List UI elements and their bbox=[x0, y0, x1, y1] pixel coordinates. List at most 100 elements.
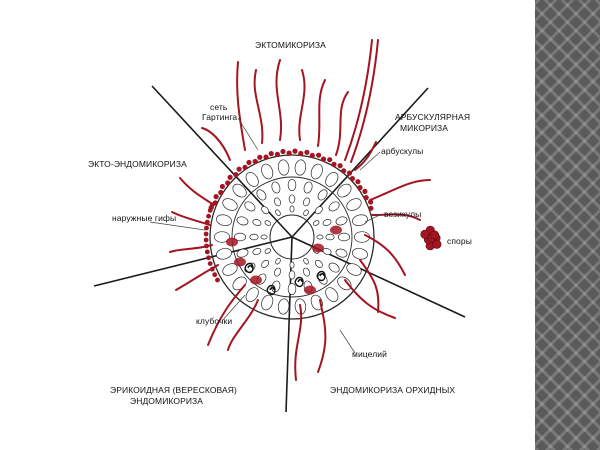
hypha-strand bbox=[317, 79, 326, 147]
cortex-cell bbox=[288, 270, 296, 280]
cortex-cell bbox=[232, 276, 247, 291]
mantle-dot bbox=[206, 213, 212, 219]
cortex-cell bbox=[261, 206, 270, 215]
hypha-strand bbox=[227, 299, 259, 351]
mantle-dot bbox=[213, 194, 219, 200]
cortex-cell bbox=[337, 276, 352, 291]
hypha-strand bbox=[171, 211, 211, 226]
mantle-dot bbox=[236, 166, 242, 172]
cortex-cell bbox=[256, 189, 267, 201]
label-vesicles: везикулы bbox=[384, 209, 422, 219]
root-outline bbox=[209, 154, 375, 320]
cortex-cell bbox=[245, 287, 259, 302]
hypha-strand bbox=[179, 177, 215, 206]
mantle-dot bbox=[286, 150, 292, 156]
label-arbuscules: арбускулы bbox=[381, 146, 424, 156]
intracellular-structures bbox=[226, 225, 342, 296]
mantle-dot bbox=[309, 152, 315, 159]
cortex-cell bbox=[277, 159, 290, 176]
leader-line bbox=[149, 221, 206, 231]
cortex-cell bbox=[287, 178, 297, 192]
vesicle bbox=[234, 257, 246, 267]
label-ecto-endomycorrhiza: ЭКТО-ЭНДОМИКОРИЗА bbox=[88, 159, 187, 169]
mantle-dot bbox=[337, 163, 343, 169]
cortex-cell bbox=[245, 172, 259, 187]
hypha-strand bbox=[344, 279, 396, 319]
cortex-cell bbox=[294, 159, 307, 176]
cortex-cell bbox=[261, 163, 274, 180]
mantle-dot bbox=[257, 154, 263, 160]
hypha-strand bbox=[359, 259, 380, 313]
label-ericoid-1: ЭРИКОИДНАЯ (ВЕРЕСКОВАЯ) bbox=[110, 385, 237, 395]
cortex-cell bbox=[264, 248, 272, 254]
cortex-cell bbox=[312, 220, 320, 226]
hypha-strand bbox=[369, 179, 431, 201]
mantle-dot bbox=[268, 151, 274, 157]
cortex-cell bbox=[222, 263, 238, 276]
hypha-strand bbox=[344, 39, 373, 161]
cortex-cell bbox=[346, 198, 362, 211]
label-hartig-net-1: сеть bbox=[210, 102, 228, 112]
vesicle bbox=[312, 243, 324, 253]
vesicle bbox=[250, 275, 262, 285]
cortex-cell bbox=[244, 201, 256, 212]
cortex-cell bbox=[275, 257, 281, 265]
mantle-dot bbox=[363, 195, 369, 201]
cortex-cell bbox=[288, 194, 296, 204]
label-orchid-endomycorrhiza: ЭНДОМИКОРИЗА ОРХИДНЫХ bbox=[330, 385, 456, 395]
mantle-dot bbox=[341, 168, 347, 174]
spore bbox=[430, 230, 440, 240]
mantle-dot bbox=[215, 277, 220, 283]
label-arbuscular-2: МИКОРИЗА bbox=[400, 123, 449, 133]
leader-line bbox=[364, 213, 383, 223]
vesicle bbox=[226, 237, 238, 247]
mantle-dot bbox=[346, 170, 353, 176]
mantle-dot bbox=[233, 172, 239, 178]
leader-line bbox=[237, 117, 259, 151]
hypha-strand bbox=[371, 213, 421, 221]
label-arbuscular-1: АРБУСКУЛЯРНАЯ bbox=[395, 112, 471, 122]
cortex-cell bbox=[233, 232, 247, 242]
cortex-cell bbox=[337, 183, 352, 198]
cortex-cell bbox=[252, 219, 262, 226]
label-ericoid-2: ЭНДОМИКОРИЗА bbox=[130, 396, 204, 406]
cortex-cell bbox=[316, 234, 324, 240]
mantle-dot bbox=[218, 189, 224, 196]
cortex-cell bbox=[328, 262, 340, 273]
spore bbox=[420, 229, 430, 239]
mantle-dot bbox=[331, 161, 337, 167]
cortex-cell bbox=[275, 209, 281, 217]
cortex-cell bbox=[310, 294, 323, 311]
cortex-cell bbox=[335, 216, 348, 226]
cortex-cell bbox=[216, 214, 232, 227]
spore-cluster bbox=[420, 225, 442, 251]
cortex-cell bbox=[249, 233, 259, 241]
vesicle bbox=[330, 225, 342, 235]
hypha-strand bbox=[354, 141, 377, 171]
mantle-dot bbox=[242, 164, 248, 170]
hyphae bbox=[169, 39, 431, 381]
cortex-cell bbox=[277, 298, 290, 315]
cortex-cell bbox=[289, 261, 295, 269]
cortex-cell bbox=[271, 280, 281, 293]
hypha-strand bbox=[201, 127, 231, 161]
coil bbox=[244, 262, 254, 274]
cortex-cell bbox=[236, 216, 249, 226]
cortex-cell bbox=[252, 248, 262, 255]
cortex-cell bbox=[303, 181, 313, 194]
label-hartig-net-2: Гартинга bbox=[202, 112, 238, 122]
hypha-strand bbox=[207, 284, 246, 346]
cortex-cell bbox=[260, 234, 268, 240]
cortex-cell bbox=[317, 189, 328, 201]
mantle-dot bbox=[274, 151, 280, 157]
cortex-cell bbox=[303, 257, 309, 265]
central-cylinder bbox=[269, 214, 315, 260]
mantle-dot bbox=[368, 205, 374, 211]
hypha-strand bbox=[275, 59, 282, 141]
mantle-dot bbox=[280, 148, 286, 155]
sector-divider-line bbox=[93, 236, 293, 287]
cortex-cell bbox=[274, 267, 281, 277]
label-ectomycorrhiza: ЭКТОМИКОРИЗА bbox=[255, 40, 326, 50]
mantle-dot bbox=[207, 261, 213, 266]
hypha-strand bbox=[175, 264, 219, 291]
